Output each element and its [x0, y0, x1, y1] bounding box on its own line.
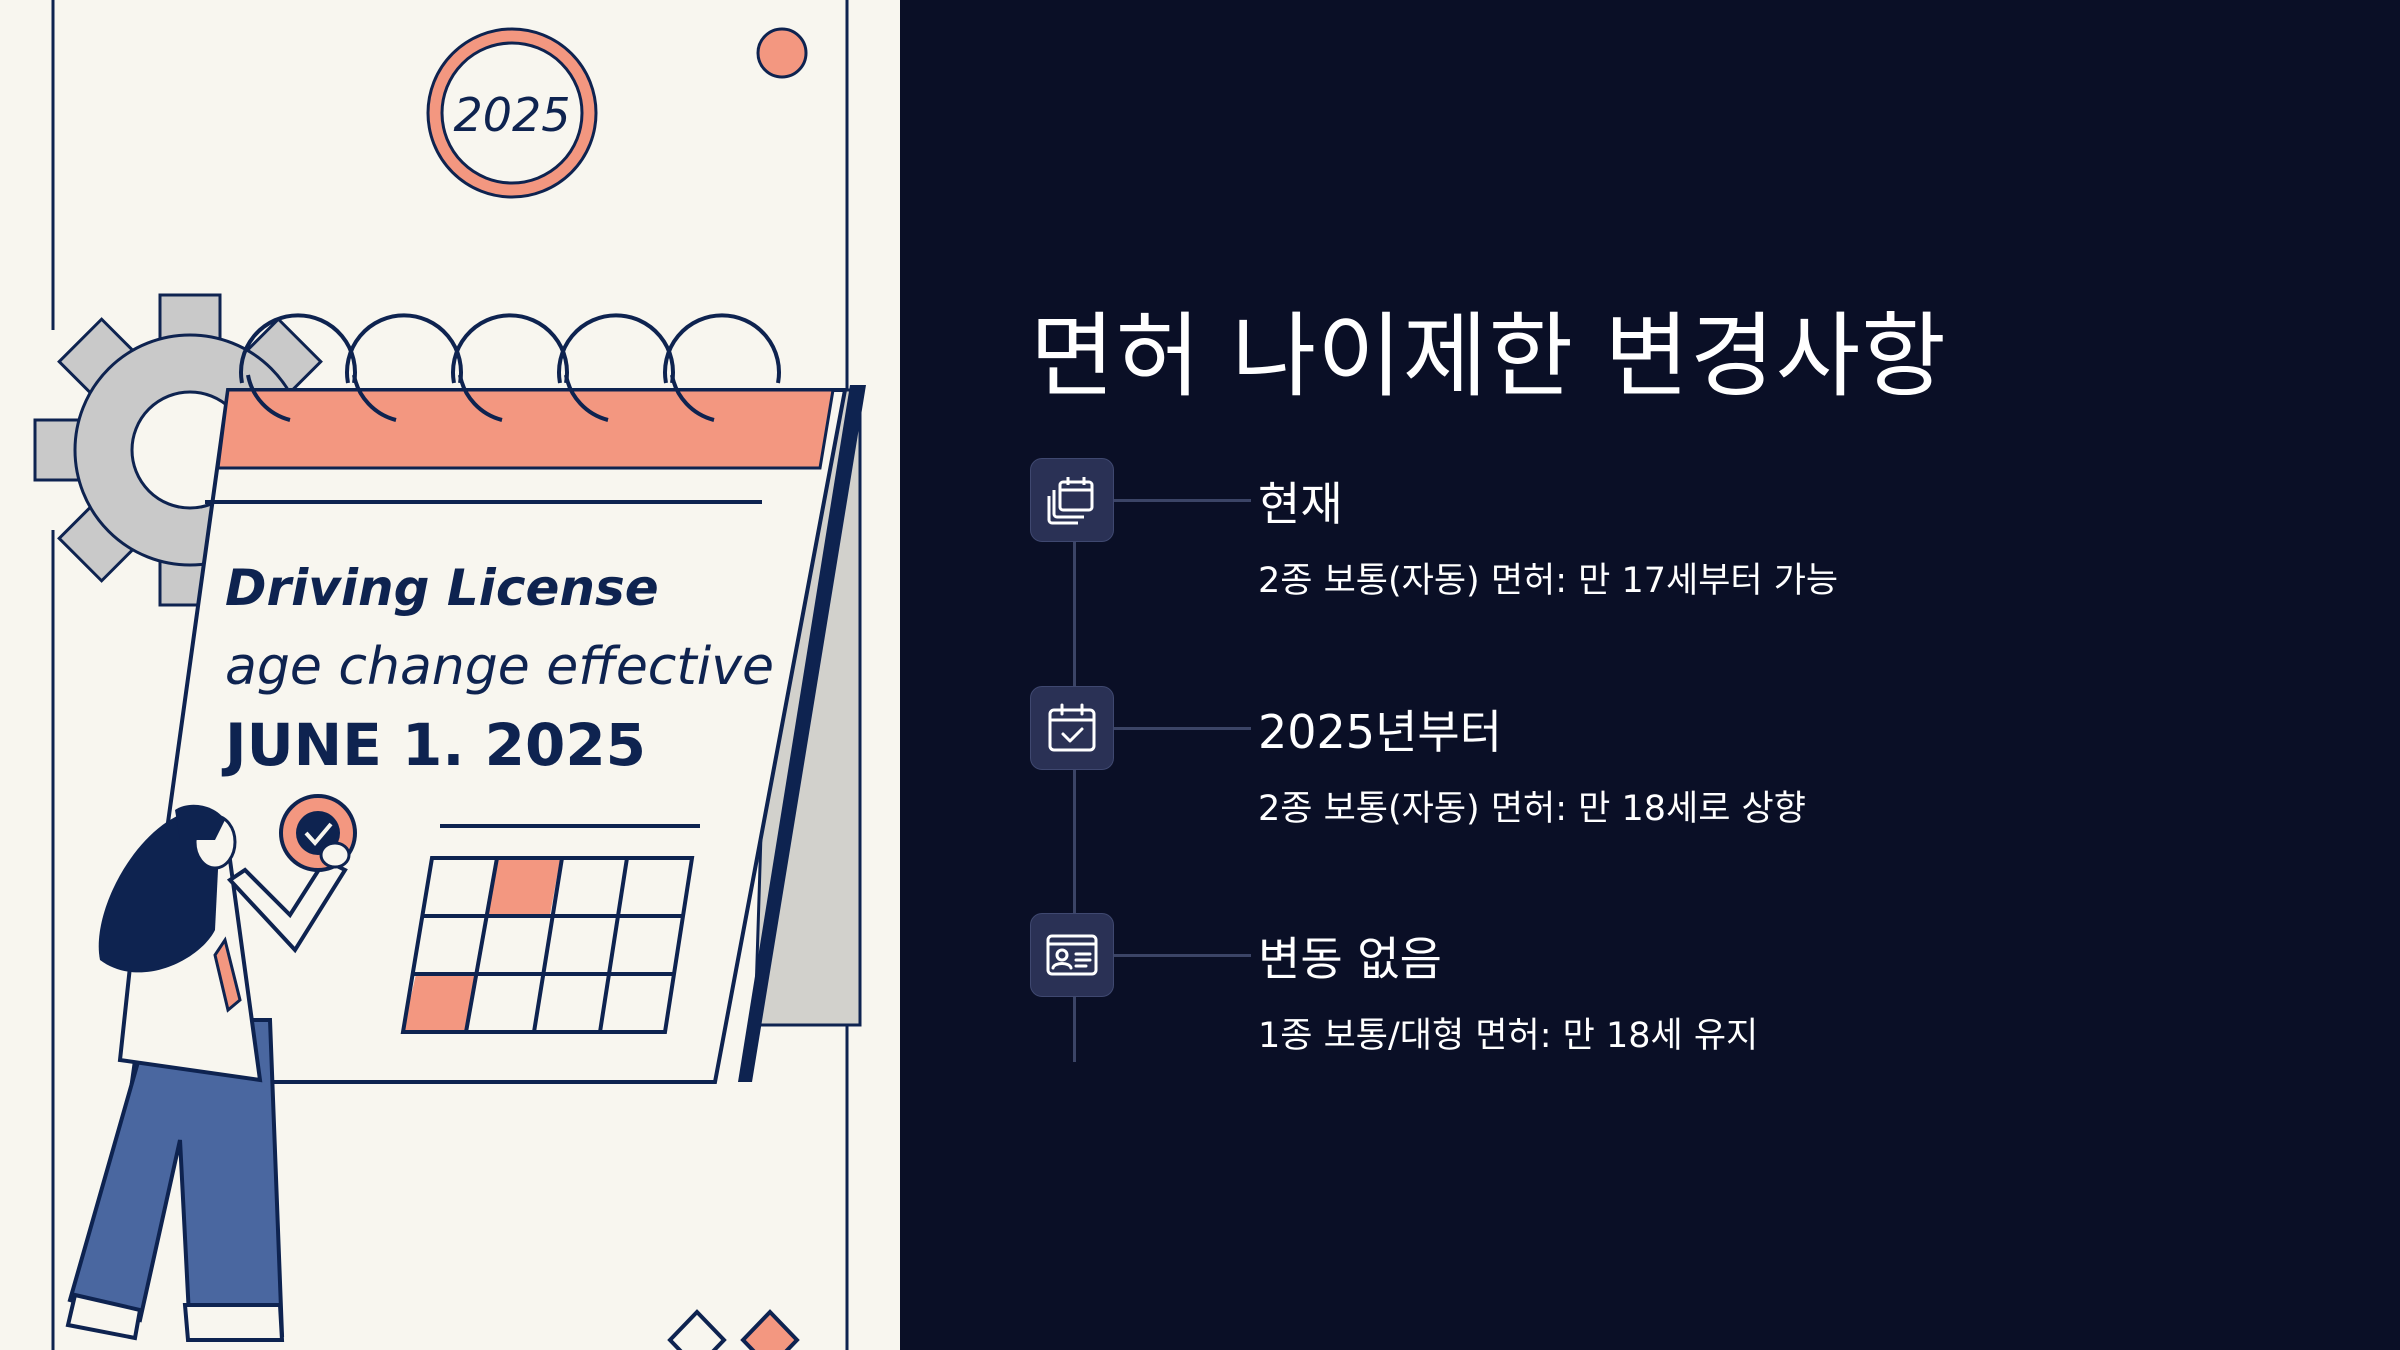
timeline-description: 1종 보통/대형 면허: 만 18세 유지 — [1258, 1016, 1759, 1056]
timeline-connector — [1114, 727, 1251, 730]
timeline-connector — [1114, 954, 1251, 957]
decor-dot — [756, 27, 808, 79]
timeline-item-current: 현재 2종 보통(자동) 면허: 만 17세부터 가능 — [1030, 458, 2230, 608]
year-badge-text: 2025 — [453, 88, 570, 142]
calendar-spine — [738, 385, 866, 1082]
timeline-heading: 변동 없음 — [1258, 932, 1442, 986]
calendar-rings — [239, 313, 781, 422]
timeline-description: 2종 보통(자동) 면허: 만 18세로 상향 — [1258, 789, 1806, 829]
content-panel: 면허 나이제한 변경사항 현재 2종 보통(자동) 면허: 만 17세부터 가능 — [900, 0, 2400, 1350]
license-date: JUNE 1. 2025 — [221, 711, 646, 779]
slide-title: 면허 나이제한 변경사항 — [1030, 303, 1947, 410]
driving-license-calendar-illustration: 2025 — [33, 0, 866, 1350]
timeline-connector — [1114, 499, 1251, 502]
timeline-line — [1073, 500, 1076, 1062]
year-badge: 2025 — [426, 27, 598, 199]
timeline-heading: 2025년부터 — [1258, 705, 1503, 759]
id-card-icon — [1030, 913, 1114, 997]
decor-diamond-coral — [740, 1309, 800, 1350]
timeline-description: 2종 보통(자동) 면허: 만 17세부터 가능 — [1258, 561, 1839, 601]
license-title: Driving License — [225, 559, 659, 617]
timeline-item-2025: 2025년부터 2종 보통(자동) 면허: 만 18세로 상향 — [1030, 686, 2230, 836]
license-subtitle: age change effective — [225, 637, 774, 697]
timeline-heading: 현재 — [1258, 477, 1343, 531]
calendar-stack-icon — [1030, 458, 1114, 542]
decor-diamond — [667, 1309, 727, 1350]
calendar-grid — [400, 856, 695, 1034]
timeline-item-unchanged: 변동 없음 1종 보통/대형 면허: 만 18세 유지 — [1030, 913, 2230, 1063]
woman-character — [65, 794, 357, 1342]
calendar-check-icon — [1030, 686, 1114, 770]
illustration-panel: 2025 — [0, 0, 900, 1350]
